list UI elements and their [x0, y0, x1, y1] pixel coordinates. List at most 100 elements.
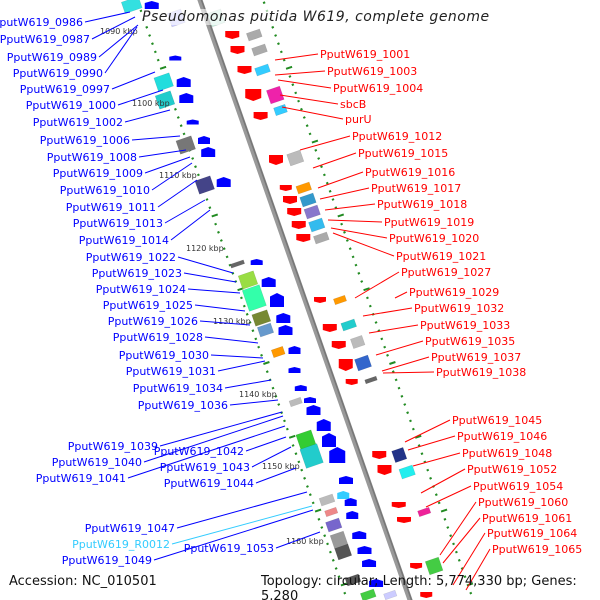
tick-mark	[194, 165, 197, 169]
reverse-gene-arrow	[338, 359, 353, 371]
label-leader-line	[138, 149, 187, 158]
gene-label-reverse: PputW619_1001	[320, 48, 410, 61]
tick-mark	[343, 591, 347, 595]
tick-mark	[222, 247, 226, 251]
gene-feature	[299, 443, 324, 469]
gene-feature	[299, 192, 317, 208]
gene-feature	[237, 270, 259, 290]
tick-mark	[291, 83, 295, 87]
label-leader-line	[127, 425, 286, 479]
gene-label-forward: PputW619_1040	[52, 456, 142, 469]
gene-label-reverse: PputW619_1046	[457, 430, 547, 443]
backbone	[197, 0, 413, 600]
gene-feature	[120, 0, 143, 14]
label-leader-line	[204, 336, 259, 344]
gene-feature	[360, 588, 377, 600]
reverse-gene-arrow	[269, 155, 283, 165]
gene-label-forward: PputW619_1041	[36, 472, 126, 485]
tick-mark	[328, 189, 332, 193]
label-leader-line	[381, 356, 430, 372]
gene-label-reverse: PputW619_1060	[478, 496, 568, 509]
label-leader-line	[281, 106, 344, 120]
tick-mark	[156, 58, 160, 62]
forward-gene-arrow	[322, 433, 336, 447]
gene-label-forward: PputW619_1036	[138, 399, 228, 412]
gene-label-forward: PputW619_0997	[20, 83, 110, 96]
label-leader-line	[274, 70, 326, 76]
gene-feature	[324, 506, 339, 518]
tick-mark	[420, 452, 424, 456]
label-leader-line	[317, 171, 364, 189]
label-leader-line	[274, 53, 319, 61]
tick-mark	[277, 42, 280, 46]
scale-tick-label: 1120 kbp	[186, 244, 224, 253]
forward-gene-arrow	[344, 498, 357, 506]
label-leader-line	[362, 307, 413, 317]
label-leader-line	[330, 227, 388, 239]
gene-label-forward: PputW619_1014	[79, 234, 169, 247]
tick-mark	[254, 337, 258, 341]
gene-label-reverse: PputW619_1027	[401, 266, 491, 279]
gene-feature	[254, 63, 271, 77]
tick-mark	[331, 198, 335, 201]
forward-gene-arrow	[294, 385, 307, 391]
gene-label-reverse: PputW619_1054	[473, 480, 563, 493]
gene-label-forward: PputW619_1008	[47, 151, 137, 164]
gene-label-reverse: purU	[345, 113, 372, 126]
tick-mark	[320, 526, 324, 529]
tick-mark	[260, 353, 263, 357]
forward-gene-arrow	[276, 313, 291, 323]
tick-mark	[397, 386, 401, 390]
tick-mark	[294, 91, 298, 95]
tick-mark	[383, 345, 387, 349]
reverse-gene-arrow	[291, 221, 306, 229]
label-leader-line	[144, 156, 191, 174]
gene-label-reverse: PputW619_1016	[365, 166, 455, 179]
tick-mark	[311, 139, 319, 144]
gene-feature	[364, 375, 378, 385]
tick-mark	[320, 165, 323, 169]
tick-mark	[291, 444, 295, 447]
tick-mark	[285, 65, 293, 70]
gene-label-reverse: PputW619_1021	[396, 250, 486, 263]
gene-label-forward: PputW619_1025	[103, 299, 193, 312]
tick-mark	[242, 304, 246, 308]
tick-mark	[337, 575, 341, 579]
label-leader-line	[279, 94, 339, 105]
tick-mark	[403, 403, 407, 406]
tick-mark	[334, 206, 338, 210]
label-leader-line	[439, 501, 477, 556]
tick-mark	[294, 452, 298, 456]
gene-label-forward: PputW619_1022	[86, 251, 176, 264]
gene-label-forward: PputW619_1031	[126, 365, 216, 378]
tick-mark	[314, 508, 322, 513]
gene-label-forward: PputW619_0989	[7, 51, 97, 64]
tick-mark	[205, 198, 209, 201]
tick-mark	[348, 247, 352, 251]
forward-gene-arrow	[216, 177, 231, 187]
tick-mark	[423, 460, 427, 464]
tick-mark	[159, 65, 167, 70]
tick-mark	[179, 124, 183, 128]
tick-mark	[331, 558, 335, 562]
gene-feature	[153, 72, 174, 92]
label-leader-line	[210, 354, 264, 359]
gene-feature	[354, 354, 372, 372]
gene-feature	[383, 589, 398, 600]
forward-gene-arrow	[179, 93, 194, 103]
forward-gene-arrow	[144, 1, 159, 9]
tick-mark	[251, 329, 255, 333]
tick-mark	[411, 427, 415, 431]
tick-mark	[217, 230, 220, 234]
gene-feature	[154, 90, 176, 110]
gene-label-reverse: sbcB	[340, 98, 366, 111]
tick-mark	[323, 534, 327, 538]
reverse-gene-arrow	[322, 324, 337, 332]
tick-mark	[271, 25, 275, 29]
gene-label-reverse: PputW619_1065	[492, 543, 582, 556]
forward-gene-arrow	[369, 579, 384, 587]
label-leader-line	[245, 436, 287, 452]
tick-mark	[434, 493, 438, 497]
